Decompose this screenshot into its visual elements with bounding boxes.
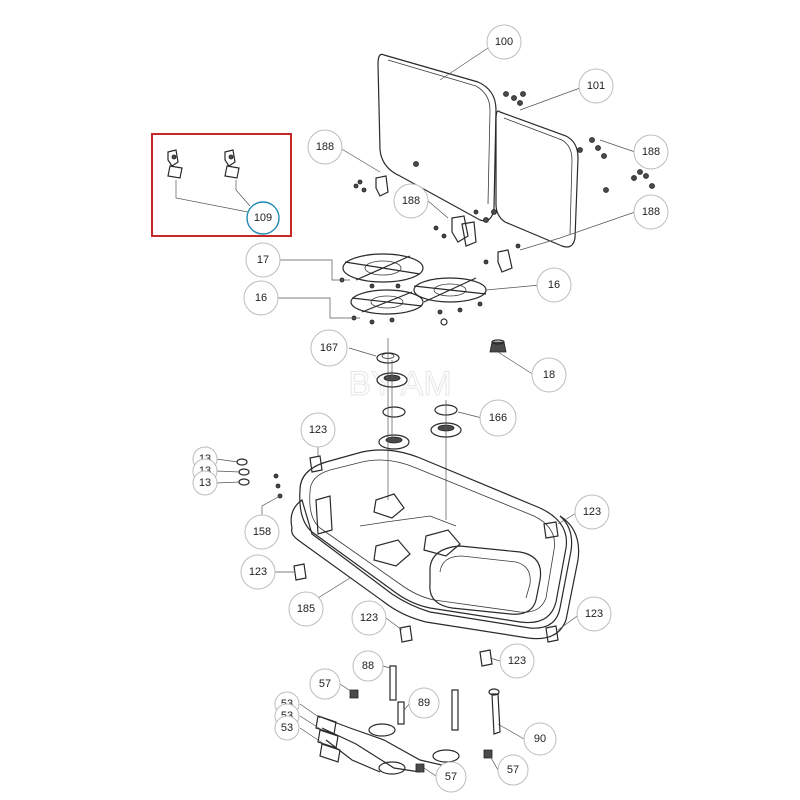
svg-text:13: 13 [199,477,211,489]
detail-hinge-left [167,149,183,179]
glass-lid-left [377,53,497,222]
callout-188-c: 188 [393,183,429,219]
hob-body [299,449,568,624]
callout-90: 90 [523,722,557,756]
svg-text:53: 53 [281,722,293,734]
pan-support-right [413,277,487,303]
svg-text:123: 123 [249,566,267,578]
lid-hinge-1 [353,175,389,197]
callout-167: 167 [310,329,348,367]
callout-101: 101 [578,68,614,104]
callout-109-label: 109 [254,212,272,224]
svg-text:123: 123 [360,612,378,624]
callout-57-a: 57 [309,668,341,700]
spindle-center [451,689,459,731]
svg-text:123: 123 [309,424,327,436]
lid-screws [413,91,655,223]
hob-frame [290,499,580,640]
svg-text:100: 100 [495,36,513,48]
glass-lid-right [495,110,579,248]
burner-head-left [378,434,410,450]
callout-53-c: 53 [274,715,300,741]
callout-123-b: 123 [574,494,610,530]
lid-hinge-3 [483,243,521,273]
valve-88 [389,665,397,701]
svg-text:166: 166 [489,412,507,424]
clip-c [293,563,307,581]
svg-text:16: 16 [255,292,267,304]
callout-123-d: 123 [351,600,387,636]
callout-123-f: 123 [499,643,535,679]
callout-18: 18 [531,357,567,393]
pan-support-top [342,253,424,283]
svg-text:123: 123 [508,655,526,667]
detail-box-frame [151,133,292,237]
svg-text:88: 88 [362,660,374,672]
thermocouple-90 [488,688,501,735]
svg-text:18: 18 [543,369,555,381]
detail-hinge-right [224,149,240,179]
pan-support-left [350,289,424,315]
svg-text:17: 17 [257,254,269,266]
callout-188-a: 188 [307,129,343,165]
callout-185: 185 [288,591,324,627]
svg-text:167: 167 [320,342,338,354]
callout-17: 17 [245,242,281,278]
hinge-detail-box: 109 [151,133,292,237]
clip-d [399,625,413,643]
svg-text:123: 123 [585,608,603,620]
leader-lines [215,47,636,777]
callout-100: 100 [486,24,522,60]
svg-text:101: 101 [587,80,605,92]
callout-123-e: 123 [576,596,612,632]
svg-text:90: 90 [534,733,546,745]
callout-188-d: 188 [633,194,669,230]
callout-16-b: 16 [536,267,572,303]
gas-pipe-assembly [315,715,460,775]
callout-123-c: 123 [240,554,276,590]
svg-text:57: 57 [319,678,331,690]
callout-16-a: 16 [243,280,279,316]
svg-text:188: 188 [316,141,334,153]
callout-88: 88 [352,650,384,682]
clip-b [543,521,559,539]
clip-f [479,649,493,667]
svg-text:158: 158 [253,526,271,538]
svg-text:57: 57 [507,764,519,776]
nut-57-b [415,763,425,773]
callout-158: 158 [244,514,280,550]
watermark: BY AM [348,365,451,403]
callout-188-b: 188 [633,134,669,170]
clip-e [545,625,559,643]
burner-cap-166-left [382,406,406,418]
svg-text:188: 188 [642,146,660,158]
valve-89 [397,701,405,725]
clip-a [309,455,323,473]
svg-text:16: 16 [548,279,560,291]
callout-109-circle [246,201,280,235]
callout-89: 89 [408,687,440,719]
callout-123-a: 123 [300,412,336,448]
lid-hinge-2 [433,209,479,247]
svg-text:185: 185 [297,603,315,615]
svg-text:188: 188 [402,195,420,207]
svg-text:188: 188 [642,206,660,218]
callout-13-c: 13 [192,470,218,496]
svg-text:89: 89 [418,697,430,709]
callout-57-c: 57 [497,754,529,786]
callout-57-b: 57 [435,761,467,793]
knob [489,339,507,353]
screws-158 [273,473,283,499]
callout-166: 166 [479,399,517,437]
svg-text:123: 123 [583,506,601,518]
svg-text:57: 57 [445,771,457,783]
